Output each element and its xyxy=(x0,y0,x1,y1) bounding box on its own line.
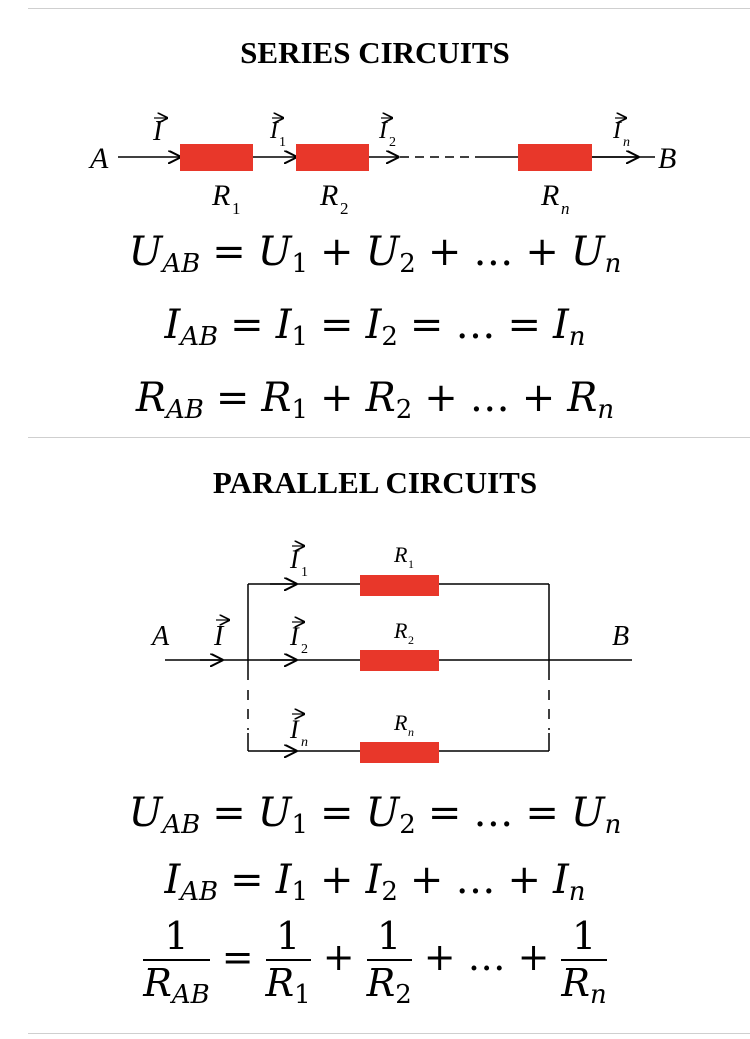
parallel-node-a: A xyxy=(150,621,170,652)
parallel-resistor-2-label: R 2 xyxy=(393,618,414,647)
svg-text:I: I xyxy=(213,621,225,652)
series-resistor-n-label: R n xyxy=(540,179,570,218)
series-current-2-label: I 2 xyxy=(378,118,396,150)
svg-text:R: R xyxy=(393,710,408,735)
svg-text:2: 2 xyxy=(389,135,396,150)
series-current-1-label: I 1 xyxy=(269,118,286,150)
svg-text:2: 2 xyxy=(301,642,308,657)
parallel-resistor-n-label: R n xyxy=(393,710,414,739)
parallel-node-b: B xyxy=(612,621,629,652)
svg-text:R: R xyxy=(393,542,408,567)
svg-text:n: n xyxy=(623,135,630,150)
parallel-resistor-1 xyxy=(360,575,439,596)
svg-text:n: n xyxy=(561,199,570,218)
svg-text:2: 2 xyxy=(340,199,349,218)
series-node-b: B xyxy=(658,142,676,175)
svg-text:R: R xyxy=(540,179,559,212)
svg-text:2: 2 xyxy=(408,633,414,647)
svg-text:I: I xyxy=(269,118,279,144)
top-divider xyxy=(28,8,750,9)
series-title: SERIES CIRCUITS xyxy=(240,35,510,70)
parallel-current-2-label: I 2 xyxy=(289,622,308,657)
parallel-voltage-formula: UAB=U1=U2=…=Un xyxy=(128,790,622,840)
svg-text:I: I xyxy=(152,116,164,147)
parallel-current-formula: IAB=I1+I2+…+In xyxy=(164,857,586,907)
svg-text:R: R xyxy=(319,179,338,212)
svg-text:n: n xyxy=(408,725,414,739)
svg-text:1: 1 xyxy=(408,557,414,571)
section-divider xyxy=(28,437,750,438)
parallel-current-main-label: I xyxy=(213,620,229,652)
parallel-resistor-1-label: R 1 xyxy=(393,542,414,571)
bottom-divider xyxy=(28,1033,750,1034)
series-resistor-n xyxy=(518,144,592,171)
series-resistor-1-label: R 1 xyxy=(211,179,241,218)
parallel-current-1-label: I 1 xyxy=(289,545,308,580)
series-node-a: A xyxy=(88,142,109,175)
series-current-n-label: I n xyxy=(612,118,630,150)
svg-text:n: n xyxy=(301,735,308,750)
parallel-resistor-n xyxy=(360,742,439,763)
parallel-title: PARALLEL CIRCUITS xyxy=(212,465,538,500)
svg-text:I: I xyxy=(289,545,300,574)
svg-text:R: R xyxy=(211,179,230,212)
series-resistor-2-label: R 2 xyxy=(319,179,349,218)
svg-text:1: 1 xyxy=(301,565,308,580)
series-current-main-label: I xyxy=(152,116,167,147)
series-resistor-2 xyxy=(296,144,369,171)
svg-text:I: I xyxy=(612,118,622,144)
series-voltage-formula: UAB=U1+U2+…+Un xyxy=(128,229,622,279)
parallel-current-n-label: I n xyxy=(289,714,308,750)
svg-text:R: R xyxy=(393,618,408,643)
series-circuit-diagram: A B I I 1 I 2 I n R 1 R 2 R n xyxy=(88,0,676,218)
svg-text:I: I xyxy=(289,622,300,651)
parallel-resistor-2 xyxy=(360,650,439,671)
svg-text:1: 1 xyxy=(232,199,241,218)
series-resistor-1 xyxy=(180,144,253,171)
svg-text:1: 1 xyxy=(279,135,286,150)
parallel-circuit-diagram: A B I I 1 I 2 I n R 1 R 2 R n xyxy=(150,0,632,763)
series-resistance-formula: RAB=R1+R2+…+Rn xyxy=(135,375,615,425)
series-current-formula: IAB=I1=I2=…=In xyxy=(164,302,586,352)
svg-text:I: I xyxy=(289,715,300,744)
svg-text:I: I xyxy=(378,118,388,144)
